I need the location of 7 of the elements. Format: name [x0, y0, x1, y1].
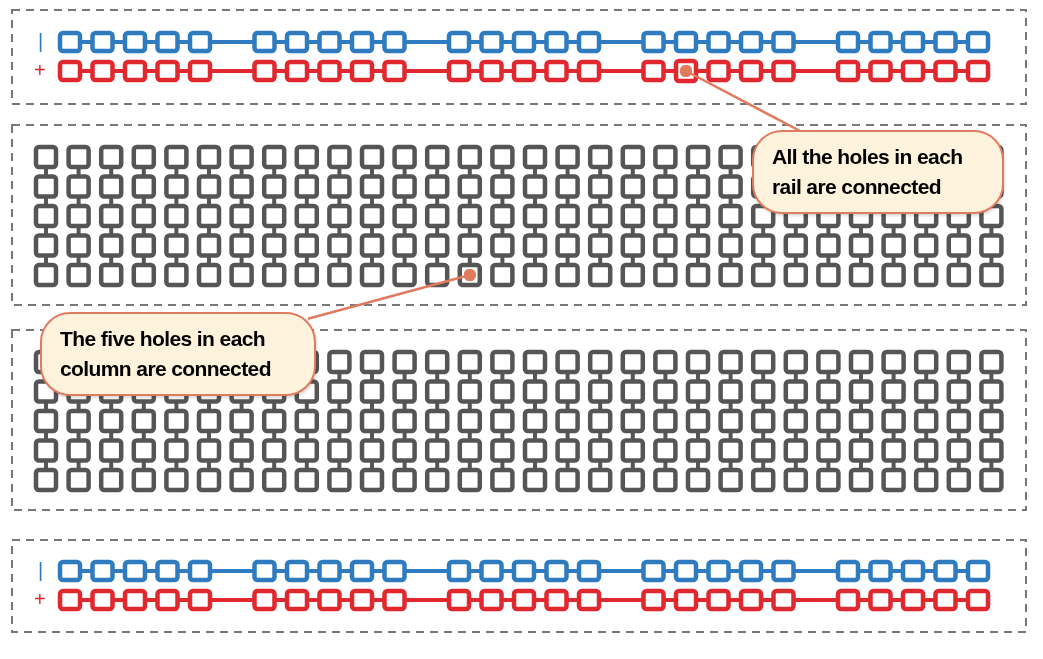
polarity-label: + — [34, 589, 46, 609]
polarity-label: + — [34, 60, 46, 80]
callout-box: All the holes in each rail are connected — [752, 130, 1004, 214]
leader-line — [307, 268, 477, 320]
callout-box: The five holes in each column are connected — [40, 312, 316, 396]
polarity-label: | — [38, 560, 44, 580]
polarity-label: | — [38, 31, 44, 51]
